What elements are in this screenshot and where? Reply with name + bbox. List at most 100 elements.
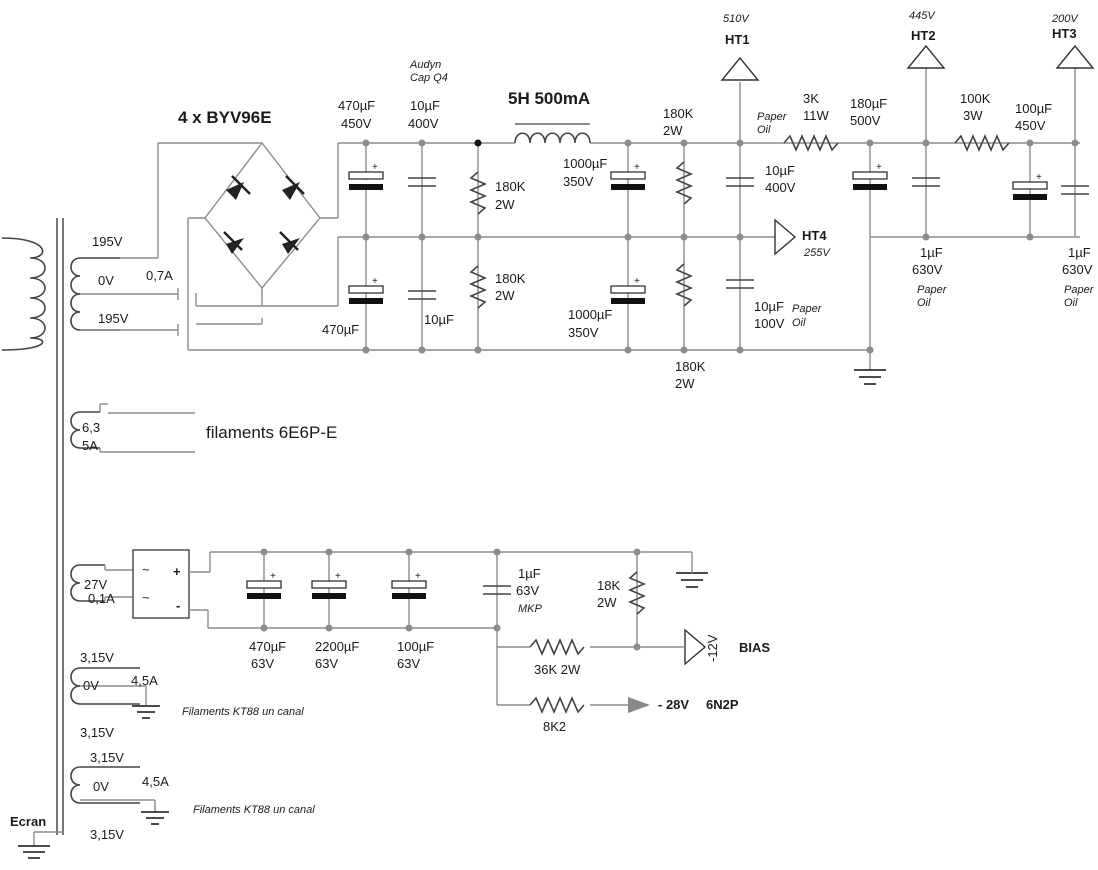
label-c100-v: 100µF xyxy=(1015,101,1052,116)
label-kt2-top: 3,15V xyxy=(90,750,124,765)
label-r180a-v: 180K xyxy=(495,179,526,194)
label-b2200-r: 63V xyxy=(315,656,338,671)
svg-text:+: + xyxy=(876,162,882,173)
label-bias-a: 0,1A xyxy=(88,591,115,606)
junction-dots xyxy=(362,139,1079,354)
label-choke: 5H 500mA xyxy=(508,89,590,108)
label-r180b-v: 180K xyxy=(495,271,526,286)
label-c10q-r: 100V xyxy=(754,316,785,331)
label-kt2-ct: 0V xyxy=(93,779,109,794)
label-r180b-r: 2W xyxy=(495,288,515,303)
label-r3k-v: 3K xyxy=(803,91,819,106)
label-rect-ac2: ~ xyxy=(142,590,150,605)
label-c1000b-r: 350V xyxy=(568,325,599,340)
label-r100k-r: 3W xyxy=(963,108,983,123)
labels: 195V 0V 0,7A 195V 6,3 5A filaments 6E6P-… xyxy=(10,10,1095,842)
label-c1a-v: 1µF xyxy=(920,245,943,260)
label-b2200-v: 2200µF xyxy=(315,639,359,654)
label-kt1: Filaments KT88 un canal xyxy=(182,706,304,718)
label-paper2: Paper xyxy=(792,303,823,315)
label-c10q-v: 10µF xyxy=(754,299,784,314)
svg-text:+: + xyxy=(372,162,378,173)
label-hv-top: 195V xyxy=(92,234,123,249)
label-b100-r: 63V xyxy=(397,656,420,671)
label-ht2-v: 445V xyxy=(909,10,936,22)
label-mkp: MKP xyxy=(518,603,543,615)
svg-text:+: + xyxy=(372,276,378,287)
label-oil1: Oil xyxy=(757,124,771,136)
svg-text:+: + xyxy=(634,162,640,173)
label-oil3: Oil xyxy=(917,297,931,309)
label-r180a-r: 2W xyxy=(495,197,515,212)
label-b470-r: 63V xyxy=(251,656,274,671)
label-c10-r: 400V xyxy=(408,116,439,131)
label-r180d-r: 2W xyxy=(675,376,695,391)
bridge-rectifier xyxy=(187,141,339,350)
label-r180c-r: 2W xyxy=(663,123,683,138)
label-bridge: 4 x BYV96E xyxy=(178,108,272,127)
ground-symbols xyxy=(676,369,886,588)
label-rect-plus: + xyxy=(173,564,181,579)
label-kt2-bot: 3,15V xyxy=(90,827,124,842)
label-c10p-v: 10µF xyxy=(765,163,795,178)
label-bias-v: -12V xyxy=(705,634,720,662)
label-c1000b-v: 1000µF xyxy=(568,307,612,322)
label-screen: Ecran xyxy=(10,814,46,829)
label-ht4: HT4 xyxy=(802,228,827,243)
label-oil4: Oil xyxy=(1064,297,1078,309)
hv-capacitors: ++ ++ ++ xyxy=(340,162,1089,304)
label-r180d-v: 180K xyxy=(675,359,706,374)
power-transformer xyxy=(1,142,262,859)
label-audyn: Audyn xyxy=(409,59,441,71)
label-kt1-top: 3,15V xyxy=(80,650,114,665)
label-c1a-r: 630V xyxy=(912,262,943,277)
label-out-tube: 6N2P xyxy=(706,697,739,712)
label-c470-v: 470µF xyxy=(338,98,375,113)
label-ht3-v: 200V xyxy=(1051,13,1079,25)
label-kt1-ct: 0V xyxy=(83,678,99,693)
label-c180-r: 500V xyxy=(850,113,881,128)
label-b100-v: 100µF xyxy=(397,639,434,654)
label-bias: BIAS xyxy=(739,640,770,655)
label-hv-current: 0,7A xyxy=(146,268,173,283)
label-fil-6e6p: filaments 6E6P-E xyxy=(206,423,337,442)
label-c100-r: 450V xyxy=(1015,118,1046,133)
label-fil-a: 5A xyxy=(82,438,98,453)
label-paper4: Paper xyxy=(1064,284,1095,296)
label-c470-r: 450V xyxy=(341,116,372,131)
label-fil-v: 6,3 xyxy=(82,420,100,435)
out-arrow xyxy=(628,697,650,713)
ht-terminals xyxy=(684,44,1095,666)
label-c10-v: 10µF xyxy=(410,98,440,113)
label-ht1-v: 510V xyxy=(723,13,750,25)
svg-text:+: + xyxy=(634,276,640,287)
label-oil2: Oil xyxy=(792,317,806,329)
label-hv-ct: 0V xyxy=(98,273,114,288)
label-c470b: 470µF xyxy=(322,322,359,337)
label-ht4-v: 255V xyxy=(803,247,831,259)
label-out-v: - 28V xyxy=(658,697,689,712)
label-rect-ac1: ~ xyxy=(142,562,150,577)
label-c10p-r: 400V xyxy=(765,180,796,195)
label-c10b: 10µF xyxy=(424,312,454,327)
hv-rails xyxy=(188,68,1080,370)
label-r100k-v: 100K xyxy=(960,91,991,106)
label-paper1: Paper xyxy=(757,111,788,123)
label-ht2: HT2 xyxy=(911,28,936,43)
label-rect-minus: - xyxy=(176,598,180,613)
label-kt1-a: 4,5A xyxy=(131,673,158,688)
label-r8k2: 8K2 xyxy=(543,719,566,734)
choke-inductor xyxy=(514,123,591,144)
label-c1b-r: 630V xyxy=(1062,262,1093,277)
label-r18k-v: 18K xyxy=(597,578,620,593)
label-r180c-v: 180K xyxy=(663,106,694,121)
label-paper3: Paper xyxy=(917,284,948,296)
label-kt2: Filaments KT88 un canal xyxy=(193,804,315,816)
label-c1000a-r: 350V xyxy=(563,174,594,189)
label-bias-v: 27V xyxy=(84,577,107,592)
label-mkp-v: 1µF xyxy=(518,566,541,581)
label-c1000a-v: 1000µF xyxy=(563,156,607,171)
label-mkp-r: 63V xyxy=(516,583,539,598)
label-kt2-a: 4,5A xyxy=(142,774,169,789)
